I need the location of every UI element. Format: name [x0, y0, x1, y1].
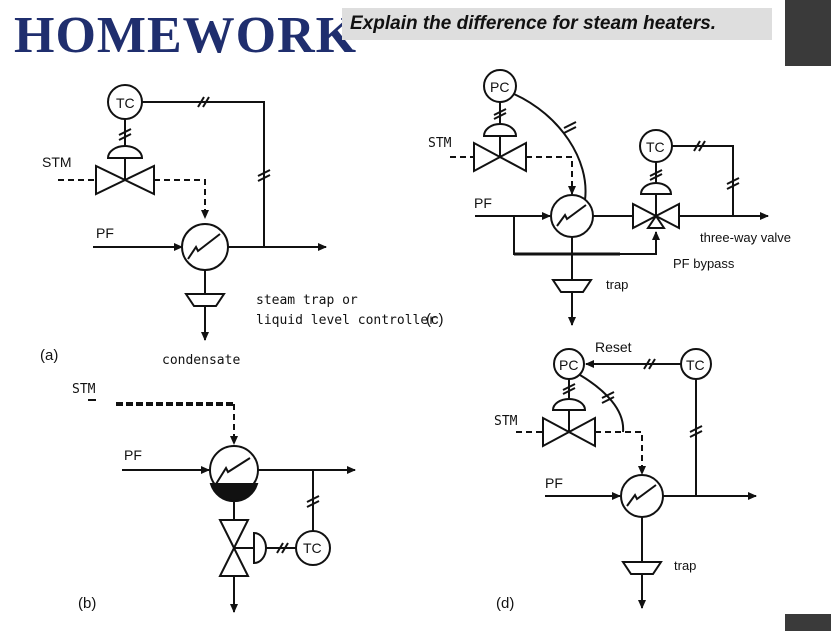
- trap-label-c: trap: [606, 277, 628, 292]
- condensate-level-b: [209, 483, 259, 503]
- condensate-valve-b: [218, 519, 250, 577]
- pc-label-d: PC: [559, 357, 578, 373]
- pf-label-a: PF: [96, 225, 114, 241]
- stm-label-c: STM: [428, 136, 452, 151]
- three-way-valve-label: three-way valve: [700, 230, 791, 245]
- condensate-label: condensate: [162, 353, 240, 368]
- pf-label-c: PF: [474, 195, 492, 211]
- valve-actuator-a: [106, 145, 144, 159]
- stm-label-b: STM: [72, 382, 96, 397]
- valve-actuator-b: [253, 531, 267, 565]
- pf-bypass-label: PF bypass: [673, 256, 735, 271]
- tc-label-b: TC: [303, 540, 322, 556]
- steam-trap-c: [551, 279, 593, 293]
- diagram-b: [88, 399, 356, 613]
- pf-label-d: PF: [545, 475, 563, 491]
- pc-signal-line-d: [579, 374, 625, 433]
- reset-label: Reset: [595, 339, 632, 355]
- steam-trap-d: [621, 561, 663, 575]
- diagram-d: [516, 348, 757, 609]
- pf-label-b: PF: [124, 447, 142, 463]
- pc-label-c: PC: [490, 79, 509, 95]
- tc-label-c: TC: [646, 139, 665, 155]
- tc-signal-line-a: [142, 101, 265, 247]
- side-tab-bottom: [785, 614, 831, 631]
- valve-actuator-d: [551, 398, 587, 411]
- steam-valve-c: [473, 141, 527, 173]
- tag-d: (d): [496, 595, 514, 612]
- trap-label-d: trap: [674, 558, 696, 573]
- trap-label-a-1: steam trap or: [256, 293, 358, 308]
- tag-a: (a): [40, 347, 58, 364]
- stm-label-a: STM: [42, 154, 72, 170]
- steam-valve-a: [95, 164, 155, 196]
- tc-label-a: TC: [116, 95, 135, 111]
- stm-label-d: STM: [494, 414, 518, 429]
- tc-label-d: TC: [686, 357, 705, 373]
- steam-trap-a: [184, 293, 226, 307]
- diagram-a: [58, 84, 327, 341]
- diagram-c: [450, 69, 769, 326]
- homework-prompt: Explain the difference for steam heaters…: [342, 8, 772, 40]
- pc-signal-line-c: [513, 93, 587, 201]
- trap-label-a-2: liquid level controller: [256, 313, 436, 328]
- valve-actuator-c: [482, 123, 518, 137]
- heater-a: [181, 223, 229, 271]
- tag-c: (c): [426, 311, 444, 328]
- slide-title: HOMEWORK: [14, 7, 358, 64]
- tag-b: (b): [78, 595, 96, 612]
- side-tab: [785, 0, 831, 66]
